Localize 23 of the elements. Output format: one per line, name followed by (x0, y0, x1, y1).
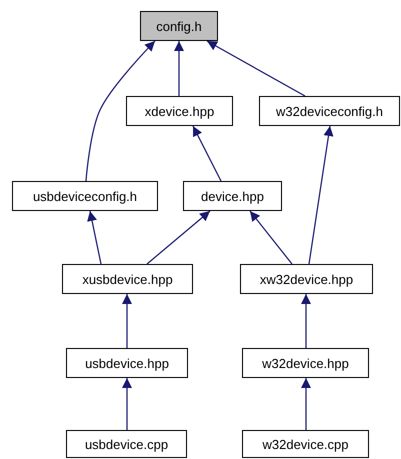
file-box: xusbdevice.hpp (62, 264, 193, 294)
arrow (85, 40, 156, 182)
file-box: w32device.cpp (242, 430, 369, 458)
arrow (301, 378, 311, 430)
arrow (250, 210, 292, 264)
file-box: usbdeviceconfig.h (12, 181, 158, 211)
file-box: xdevice.hpp (126, 96, 233, 126)
arrow (192, 126, 222, 182)
arrow (87, 210, 102, 264)
arrow (122, 294, 132, 348)
file-box: config.h (140, 11, 218, 41)
file-box: xw32device.hpp (240, 264, 373, 294)
arrow (301, 294, 311, 348)
file-box: w32device.hpp (242, 348, 369, 378)
file-box: usbdevice.cpp (66, 430, 187, 458)
arrow (308, 126, 334, 264)
file-box: w32deviceconfig.h (259, 96, 400, 126)
file-box: device.hpp (183, 181, 282, 211)
arrow (174, 41, 184, 96)
arrow (206, 40, 306, 97)
arrow (146, 210, 210, 264)
arrow (122, 378, 132, 430)
file-box: usbdevice.hpp (66, 348, 188, 378)
